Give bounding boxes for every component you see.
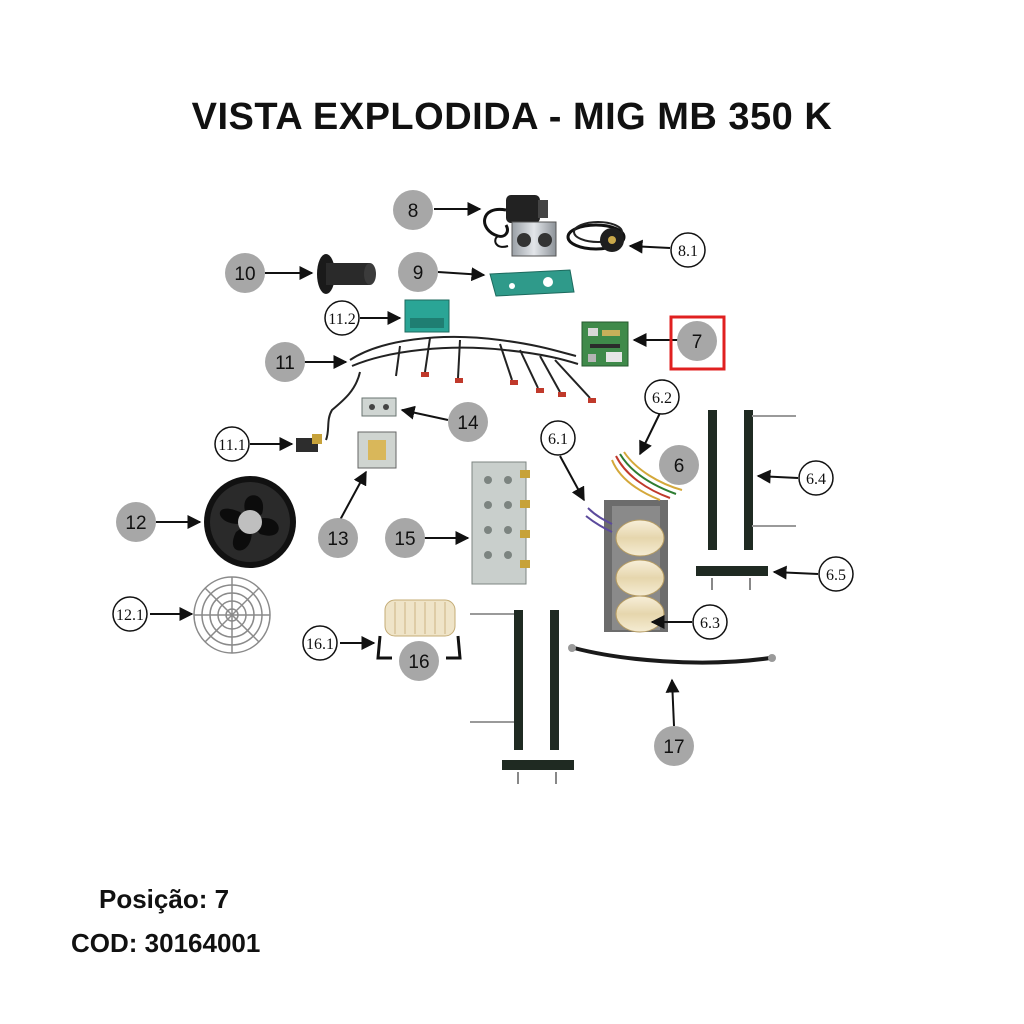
callout-6-1[interactable]: 6.1 [540,420,576,456]
part-11-2-relay-module [404,299,450,333]
svg-text:7: 7 [692,332,703,353]
svg-text:6.4: 6.4 [806,471,826,488]
part-15-rectifier-heatsink [471,461,530,585]
svg-text:6.3: 6.3 [700,615,720,632]
page-title: VISTA EXPLODIDA - MIG MB 350 K [191,96,833,138]
part-8-1-potentiometer-cable [566,221,626,252]
svg-text:8.1: 8.1 [678,243,698,260]
position-label: Posição: 7 [99,884,230,914]
svg-text:11: 11 [275,353,295,374]
harness-connectors [421,372,596,403]
callout-6-2[interactable]: 6.2 [644,379,680,415]
part-10-spool-hub [317,254,376,294]
part-17-ground-cable [568,644,776,665]
part-7-control-board [581,321,629,367]
svg-text:16.1: 16.1 [306,636,334,653]
part-8-wire-feeder-motor [483,195,557,257]
callout-11-1[interactable]: 11.1 [214,426,250,462]
part-6-5-base-plate [696,566,768,590]
svg-text:14: 14 [457,413,479,434]
svg-text:6.1: 6.1 [548,431,568,448]
part-6-4-mounting-rails [708,410,796,550]
code-label: COD: 30164001 [71,928,261,958]
callout-8-1[interactable]: 8.1 [670,232,706,268]
lower-mounting-rails [470,610,574,784]
callout-14[interactable]: 14 [448,402,488,442]
callout-12[interactable]: 12 [116,502,156,542]
callout-12-1[interactable]: 12.1 [112,596,148,632]
part-11-wiring-harness [325,335,591,441]
callout-16[interactable]: 16 [399,641,439,681]
part-6-1-6-2-transformer-leads [585,451,683,533]
svg-text:13: 13 [327,529,348,550]
svg-text:11.2: 11.2 [328,311,355,328]
part-9-mounting-bracket [489,269,575,297]
svg-text:11.1: 11.1 [218,437,245,454]
callout-13[interactable]: 13 [318,518,358,558]
svg-text:9: 9 [413,263,424,284]
svg-text:6.2: 6.2 [652,390,672,407]
callout-6-5[interactable]: 6.5 [818,556,854,592]
part-14-rectifier-board [361,397,397,417]
callout-10[interactable]: 10 [225,253,265,293]
callout-6[interactable]: 6 [659,445,699,485]
callout-arrows [150,202,819,727]
callout-17[interactable]: 17 [654,726,694,766]
part-12-cooling-fan [204,476,296,568]
callout-6-3[interactable]: 6.3 [692,604,728,640]
callout-9[interactable]: 9 [398,252,438,292]
callout-7-highlight-box [669,315,726,371]
callout-11[interactable]: 11 [265,342,305,382]
part-16-inductor-coil [376,599,462,660]
svg-text:6.5: 6.5 [826,567,846,584]
svg-text:16: 16 [408,652,429,673]
callout-11-2[interactable]: 11.2 [324,300,360,336]
svg-text:17: 17 [663,737,684,758]
part-12-1-fan-guard [193,576,271,654]
svg-text:15: 15 [394,529,415,550]
svg-text:12: 12 [125,513,146,534]
callout-16-1[interactable]: 16.1 [302,625,338,661]
part-13-auxiliary-transformer [357,431,397,469]
part-11-1-switch [296,434,322,452]
callout-6-4[interactable]: 6.4 [798,460,834,496]
svg-text:8: 8 [408,201,419,222]
callout-15[interactable]: 15 [385,518,425,558]
callout-8[interactable]: 8 [393,190,433,230]
svg-text:10: 10 [234,264,255,285]
callout-7[interactable]: 7 [669,315,726,371]
part-6-main-transformer [604,500,668,633]
svg-text:12.1: 12.1 [116,607,144,624]
svg-text:6: 6 [674,456,685,477]
